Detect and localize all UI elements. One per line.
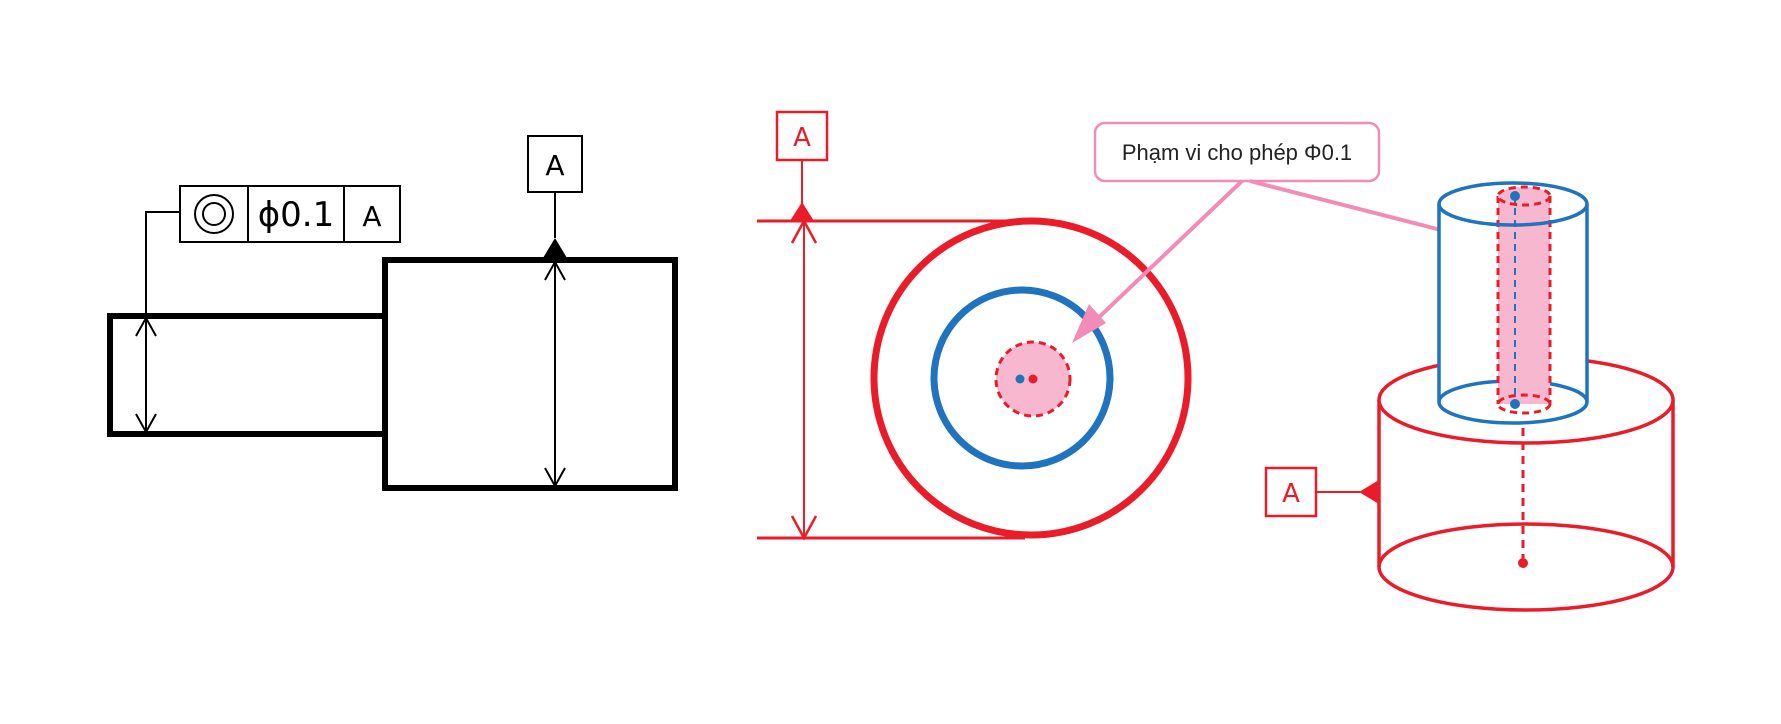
datum-triangle [1359, 480, 1379, 504]
callout-arrowhead-left [1072, 304, 1106, 343]
tolerance-zone-cylinder [1498, 196, 1550, 404]
datum-label: A [1282, 479, 1300, 509]
small-diameter-arrow-bottom [135, 413, 157, 435]
datum-triangle [543, 238, 567, 258]
datum-label: A [793, 123, 811, 153]
fcf-datum: A [362, 200, 381, 233]
fcf-tolerance: ϕ0.1 [258, 195, 335, 235]
large-diameter-arrow-top [544, 259, 566, 281]
large-shaft-outline [382, 257, 678, 491]
feature-center-point [1015, 374, 1025, 384]
feature-axis-bottom-point [1510, 399, 1520, 409]
datum-center-point [1028, 374, 1038, 384]
callout-box [1093, 121, 1381, 183]
right-drawing: A [1264, 181, 1675, 612]
callout-arrow-to-circle [1093, 179, 1244, 323]
feature-control-frame: ϕ0.1 A [179, 185, 401, 243]
middle-drawing: A [757, 110, 1192, 541]
left-drawing: ϕ0.1 A A [107, 135, 678, 491]
datum-a-middle: A [775, 110, 829, 221]
feature-cylinder-top [1437, 181, 1589, 227]
tolerance-zone-top [1496, 185, 1552, 207]
datum-box [527, 135, 583, 193]
tolerance-zone-bottom [1496, 393, 1552, 415]
datum-a-left: A [527, 135, 583, 258]
datum-label: A [545, 149, 564, 182]
datum-triangle [790, 202, 814, 221]
datum-circle [870, 217, 1192, 539]
feature-cylinder [1437, 181, 1589, 425]
datum-box [1264, 466, 1318, 518]
callout-text: Phạm vi cho phép Φ0.1 [1122, 140, 1352, 165]
dimension-arrow-bottom [790, 515, 818, 541]
feature-circle [930, 286, 1114, 470]
tolerance-callout: Phạm vi cho phép Φ0.1 [1072, 121, 1500, 343]
datum-axis-point [1518, 558, 1528, 568]
feature-axis-top-point [1510, 191, 1520, 201]
datum-a-right: A [1264, 466, 1379, 518]
fcf-leader-line [145, 211, 180, 318]
small-shaft-outline [107, 313, 388, 437]
concentricity-icon [194, 194, 234, 234]
large-diameter-arrow-bottom [544, 467, 566, 489]
